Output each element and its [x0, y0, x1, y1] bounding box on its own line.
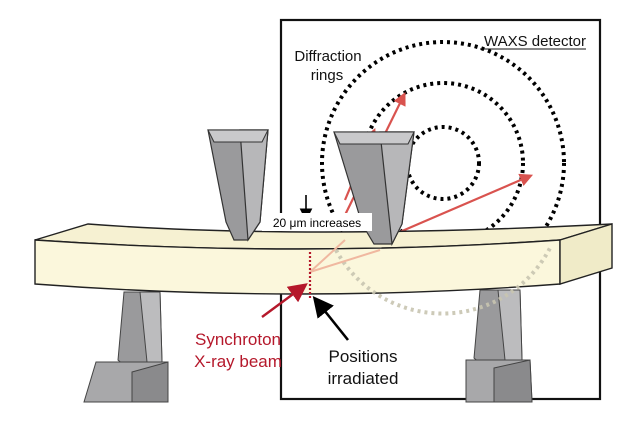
displacement-label-bg: [262, 213, 372, 231]
displacement-callout: 20 μm increases: [262, 195, 372, 231]
loading-pin-left: [207, 129, 269, 242]
rings-through-specimen: [334, 247, 552, 316]
positions-arrow: [312, 295, 350, 341]
displacement-label: 20 μm increases: [273, 216, 361, 230]
beam-label-line1: Synchroton: [195, 330, 281, 349]
support-right: [465, 289, 533, 403]
specimen-bar: [34, 223, 613, 295]
positions-label-line1: Positions: [329, 347, 398, 366]
positions-label-line2: irradiated: [328, 369, 399, 388]
beam-label-line2: X-ray beam: [194, 352, 282, 371]
detector-label: WAXS detector: [484, 33, 586, 50]
rings-label-line1: Diffraction: [294, 48, 361, 65]
specimen-end-face: [559, 223, 613, 285]
diffraction-ring-middle: [361, 81, 525, 245]
rays-through-specimen: [309, 239, 381, 273]
rings-label-line2: rings: [311, 67, 344, 84]
synchrotron-beam-arrow: [261, 283, 308, 318]
loading-pin-right: [333, 131, 415, 247]
support-left: [83, 291, 169, 403]
